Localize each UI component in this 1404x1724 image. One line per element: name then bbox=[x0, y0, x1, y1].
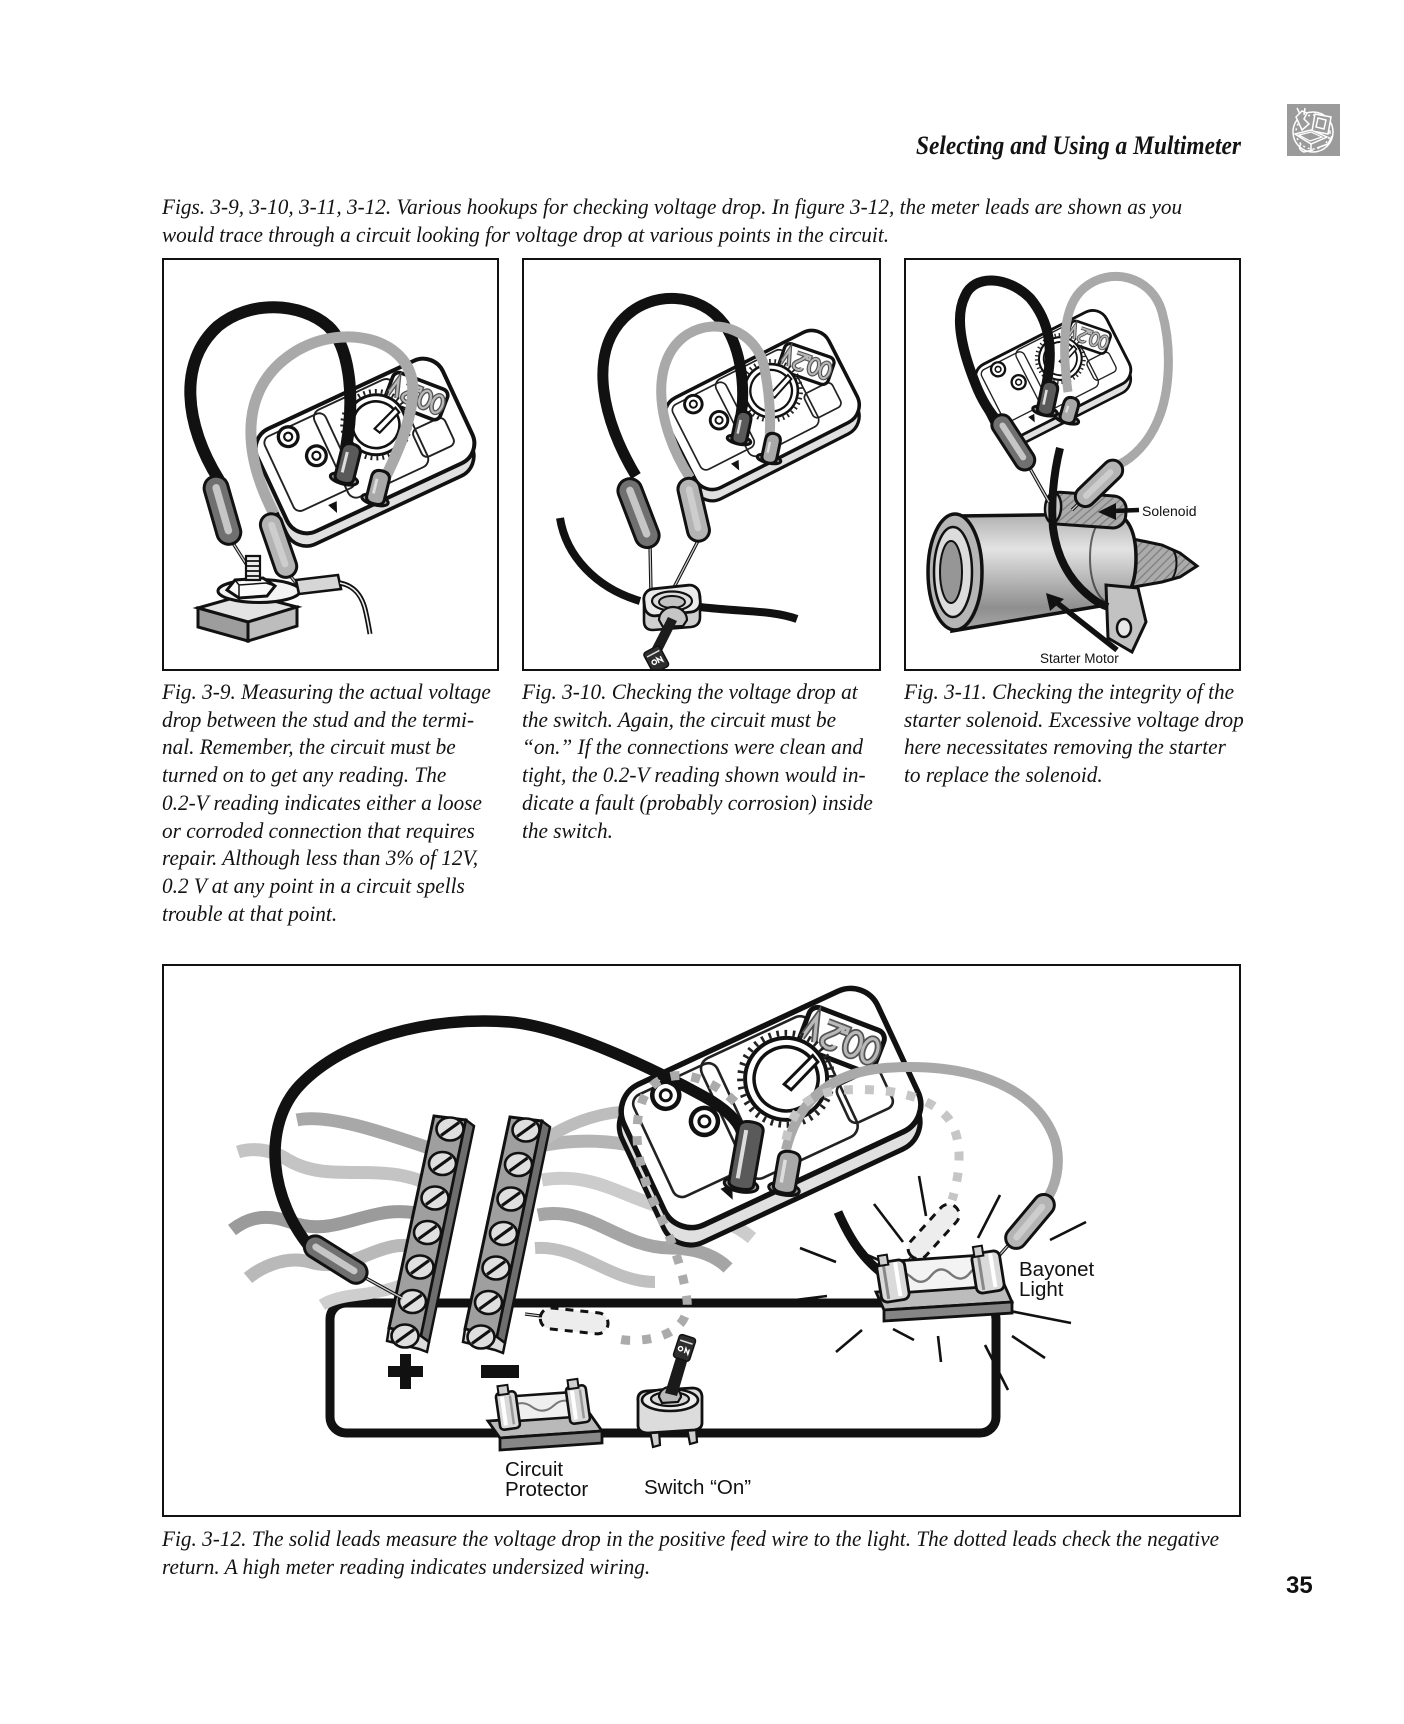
svg-text:Starter Motor: Starter Motor bbox=[1040, 651, 1119, 666]
svg-text:Switch “On”: Switch “On” bbox=[644, 1476, 751, 1499]
svg-text:Solenoid: Solenoid bbox=[1142, 503, 1197, 519]
svg-text:Circuit: Circuit bbox=[505, 1458, 563, 1481]
svg-text:Bayonet: Bayonet bbox=[1019, 1258, 1095, 1281]
svg-text:Protector: Protector bbox=[505, 1478, 588, 1501]
svg-text:Light: Light bbox=[1019, 1278, 1064, 1301]
